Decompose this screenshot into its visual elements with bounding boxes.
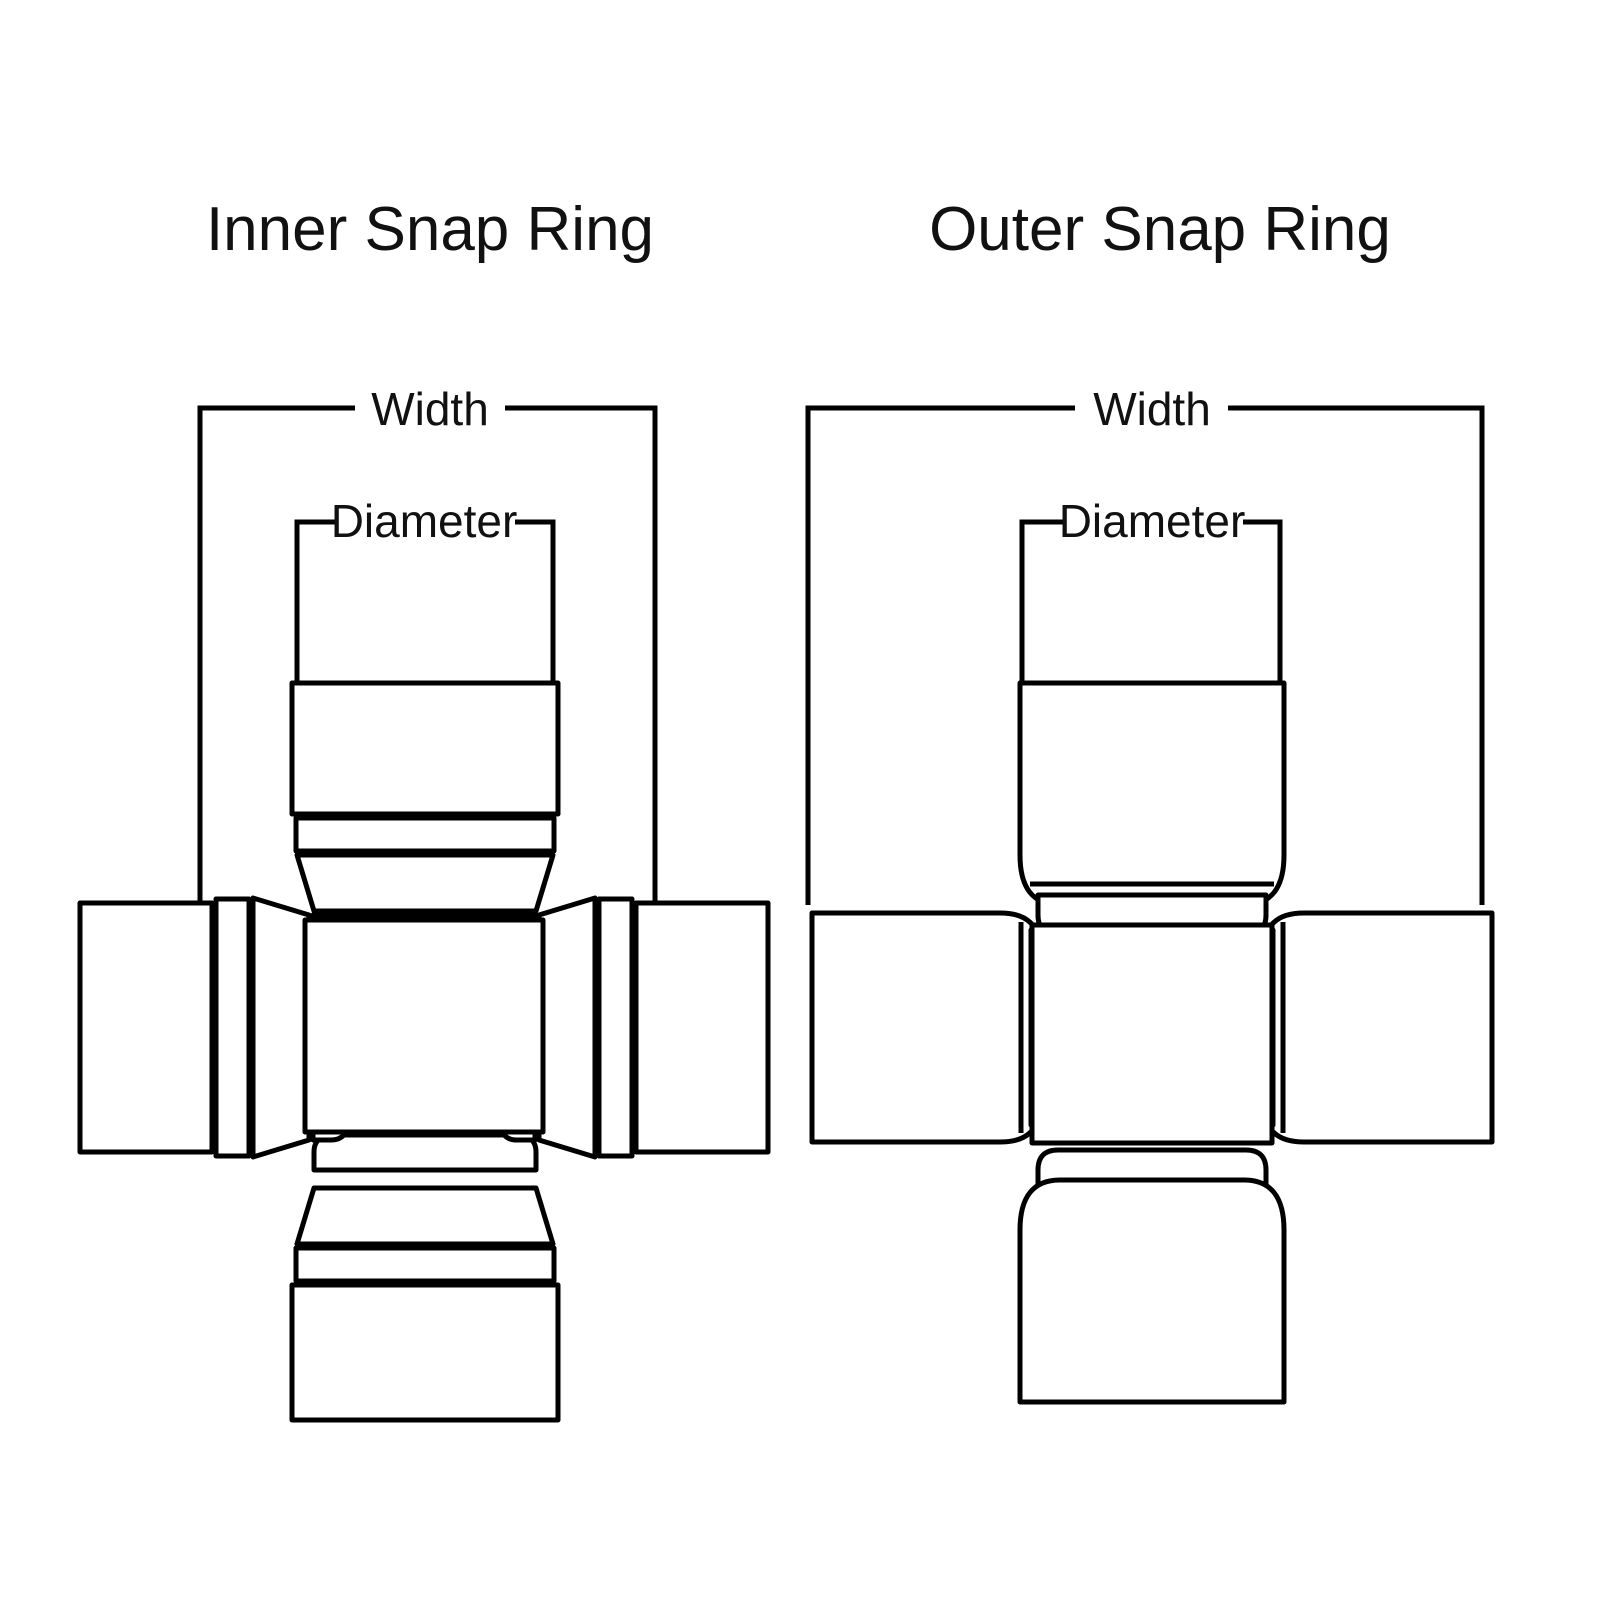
top-arm-outer [1017, 680, 1287, 938]
dimension-label-width-outer: Width [1093, 383, 1211, 435]
diameter-extension-left-inner [294, 519, 335, 683]
right-bearing-cap-inner [633, 900, 771, 1155]
right-snap-ring-band-inner [596, 896, 635, 1159]
bottom-snap-ring-band-inner [293, 1245, 557, 1284]
top-arm-inner [289, 680, 561, 953]
bottom-arm-inner [289, 1132, 561, 1423]
left-snap-ring-band-inner [213, 896, 252, 1159]
left-trunnion-taper-inner [250, 895, 312, 1160]
diameter-extension-left-outer [1019, 519, 1063, 683]
dimension-label-width-inner: Width [371, 383, 489, 435]
panel-title-inner: Inner Snap Ring [206, 195, 654, 264]
dimension-label-diameter-inner: Diameter [331, 495, 518, 547]
width-extension-left-outer [805, 405, 1075, 905]
top-bearing-cap-inner [289, 680, 561, 817]
left-bearing-cap-outer [809, 910, 1043, 1145]
width-extension-left-inner [197, 405, 355, 905]
panel-title-outer: Outer Snap Ring [929, 195, 1391, 264]
right-arm-inner [497, 895, 771, 1160]
dimension-diameter-outer: Diameter [1019, 495, 1283, 683]
top-bearing-cap-outer [1017, 680, 1287, 908]
bottom-arm-outer [1017, 1147, 1287, 1405]
width-extension-right-outer [1228, 405, 1485, 905]
bottom-bearing-cap-outer [1017, 1177, 1287, 1405]
bottom-trunnion-shoulder-inner [311, 1132, 539, 1173]
dimension-width-inner: Width [197, 383, 658, 905]
right-bearing-cap-outer [1261, 910, 1495, 1145]
dimension-label-diameter-outer: Diameter [1059, 495, 1246, 547]
width-extension-right-inner [505, 405, 658, 905]
dimension-width-outer: Width [805, 383, 1485, 905]
panel-inner-snap-ring: Inner Snap Ring Width Diameter [77, 195, 771, 1423]
right-trunnion-taper-inner [536, 895, 598, 1160]
bottom-trunnion-taper-inner [294, 1185, 556, 1247]
dimension-diameter-inner: Diameter [294, 495, 556, 683]
top-snap-ring-band-inner [293, 815, 557, 854]
bottom-bearing-cap-inner [289, 1282, 561, 1423]
panel-outer-snap-ring: Outer Snap Ring Width Diameter [805, 195, 1495, 1405]
center-cross-body-inner [302, 917, 546, 1135]
diameter-extension-right-outer [1243, 519, 1283, 683]
left-bearing-cap-inner [77, 900, 215, 1155]
diameter-extension-right-inner [515, 519, 556, 683]
top-trunnion-taper-inner [294, 852, 556, 914]
center-cross-body-outer [1029, 922, 1275, 1146]
